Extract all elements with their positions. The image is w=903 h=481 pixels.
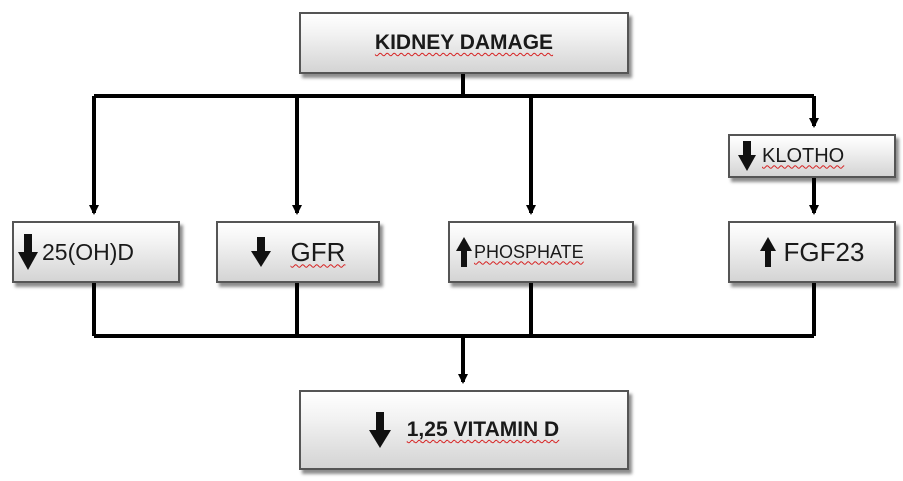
arrow-down-icon xyxy=(250,237,271,267)
gfr-label: GFR xyxy=(290,236,346,267)
25ohd-label: 25(OH)D xyxy=(42,238,135,265)
arrow-down-icon xyxy=(18,234,38,270)
25ohd-box: 25(OH)D xyxy=(12,221,180,283)
arrow-up-icon xyxy=(456,237,472,267)
klotho-label: KLOTHO xyxy=(762,144,845,167)
arrow-up-icon xyxy=(759,237,776,267)
fgf23-label: FGF23 xyxy=(783,236,865,267)
kidney-damage-box: KIDNEY DAMAGE xyxy=(299,12,629,74)
vitamin-d-box: 1,25 VITAMIN D xyxy=(299,390,629,470)
fgf23-box: FGF23 xyxy=(728,221,896,283)
gfr-box: GFR xyxy=(216,221,380,283)
phosphate-box: PHOSPHATE xyxy=(448,221,634,283)
klotho-box: KLOTHO xyxy=(728,134,896,178)
phosphate-label: PHOSPHATE xyxy=(474,241,584,262)
kidney-damage-label: KIDNEY DAMAGE xyxy=(374,31,554,54)
vitamin-d-label: 1,25 VITAMIN D xyxy=(406,418,560,441)
arrow-down-icon xyxy=(368,412,391,448)
arrow-down-icon xyxy=(738,141,756,171)
